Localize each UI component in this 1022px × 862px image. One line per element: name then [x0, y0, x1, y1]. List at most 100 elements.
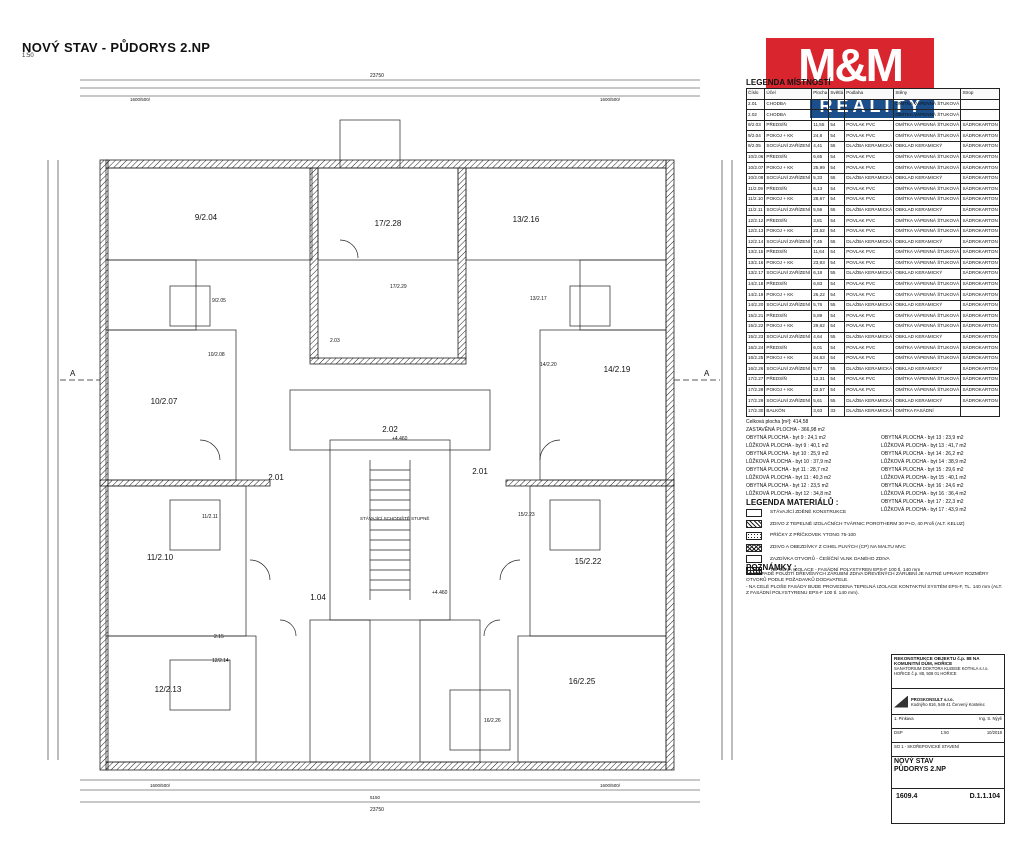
room-legend-cell: OMÍTKA VÁPENNÁ ŠTUKOVÁ	[893, 321, 962, 333]
room-legend-cell: POVLAK PVC	[844, 162, 895, 174]
room-legend-cell: 55	[828, 236, 846, 248]
room-legend-cell: 11/2.09	[745, 183, 766, 195]
area-entry: OBYTNÁ PLOCHA - byt 11 : 28,7 m2	[746, 467, 829, 473]
room-label: 10/2.07	[151, 397, 178, 406]
material-swatch-icon	[746, 555, 762, 564]
room-legend-cell: POVLAK PVC	[844, 352, 895, 365]
top-dim-left: 1600/500/	[130, 97, 151, 102]
room-legend-cell: 11,55	[811, 119, 830, 132]
project-heading-cell: REKONSTRUKCE OBJEKTU č.p. 88 NA KOMUNITN…	[892, 655, 1004, 689]
room-legend-cell: POVLAK PVC	[844, 193, 895, 206]
room-legend-cell: POVLAK PVC	[844, 289, 895, 301]
room-legend-cell: POKOJ + KK	[764, 321, 813, 333]
section-mark-left: A	[70, 369, 76, 378]
room-legend-cell: PŘEDSÍŇ	[764, 183, 813, 195]
firm-logo-icon	[894, 695, 908, 708]
material-item: STÁVAJÍCÍ ZDĚNÉ KONSTRUKCE	[746, 507, 1006, 519]
room-legend-cell: 55	[828, 299, 846, 312]
notes-heading: POZNÁMKY :	[746, 563, 797, 572]
room-legend-cell: 14/2.19	[745, 289, 766, 301]
area-entry: LŮŽKOVÁ PLOCHA - byt 10 : 37,9 m2	[746, 459, 832, 465]
room-legend-cell: POKOJ + KK	[764, 289, 813, 301]
room-legend-cell: 55	[828, 331, 846, 344]
room-legend-cell: 54	[828, 384, 846, 397]
area-entry: OBYTNÁ PLOCHA - byt 17 : 22,3 m2	[881, 499, 964, 505]
room-legend-cell: DLAŽBA KERAMICKÁ	[844, 405, 895, 418]
room-legend-cell: 55	[828, 172, 846, 185]
room-legend-cell	[844, 98, 895, 111]
room-legend-cell: CHODBA	[764, 109, 813, 121]
materials-legend: LEGENDA MATERIÁLŮ : STÁVAJÍCÍ ZDĚNÉ KONS…	[746, 498, 1006, 577]
room-legend-cell: PŘEDSÍŇ	[764, 151, 813, 164]
room-legend-cell: 17/2.28	[745, 384, 766, 397]
room-legend-cell: CHODBA	[764, 98, 813, 111]
room-legend-cell: POKOJ + KK	[764, 384, 813, 397]
room-legend-cell: OMÍTKA VÁPENNÁ ŠTUKOVÁ	[893, 384, 962, 397]
investor: SANATORIUM DOKTORA KLEBSE KOTHLA s.r.o. …	[894, 666, 989, 676]
room-legend-cell: 13/2.16	[745, 257, 766, 270]
room-legend-cell: PŘEDSÍŇ	[764, 215, 813, 227]
room-legend-cell: SÁDROKARTON	[960, 342, 1000, 354]
room-legend-cell: POVLAK PVC	[844, 321, 895, 333]
room-legend-cell: POKOJ + KK	[764, 130, 813, 142]
room-legend-cell: 26,22	[811, 289, 830, 301]
room-legend-cell: 54	[828, 289, 846, 301]
room-legend-cell: OMÍTKA VÁPENNÁ ŠTUKOVÁ	[893, 151, 962, 164]
room-legend-cell: 11,64	[811, 246, 830, 259]
small-room-label: 2.15	[214, 634, 224, 640]
small-room-label: 14/2.20	[540, 362, 557, 368]
col-header: Podlaha	[844, 88, 895, 100]
room-legend-cell: 54	[828, 119, 846, 132]
room-legend-cell: 6,01	[811, 342, 830, 354]
room-legend-cell: 28,67	[811, 193, 830, 206]
material-label: TEPELNÁ IZOLACE - FASÁDNÍ POLYSTYREN EPS…	[770, 568, 921, 574]
room-legend-cell: POKOJ + KK	[764, 257, 813, 270]
room-legend-cell: 11/2.11	[745, 204, 766, 217]
room-legend-cell: POKOJ + KK	[764, 352, 813, 365]
room-legend-cell: OMÍTKA VÁPENNÁ ŠTUKOVÁ	[893, 119, 962, 132]
drawing-name-2: PŮDORYS 2.NP	[894, 766, 946, 773]
room-label: 2.01	[472, 467, 488, 476]
small-room-label: 2.03	[330, 338, 340, 344]
room-legend-cell: OMÍTKA VÁPENNÁ ŠTUKOVÁ	[893, 98, 962, 111]
room-legend-cell: 3,63	[811, 405, 830, 418]
room-legend-cell: 5,89	[811, 310, 830, 323]
room-legend-cell	[960, 98, 1000, 111]
room-legend-cell: SOCIÁLNÍ ZAŘÍZENÍ	[764, 172, 813, 185]
notes-section: POZNÁMKY : - V PŘÍPADĚ POUŽITÍ DŘEVĚNÝCH…	[746, 563, 1006, 598]
room-legend-cell: DLAŽBA KERAMICKÁ	[844, 363, 895, 376]
room-legend-cell: PŘEDSÍŇ	[764, 278, 813, 291]
room-legend-cell: 5,77	[811, 363, 830, 376]
room-legend-cell: SÁDROKARTON	[960, 225, 1000, 238]
room-legend-cell: SÁDROKARTON	[960, 321, 1000, 333]
room-legend-cell: 11/2.10	[745, 193, 766, 206]
material-swatch-icon	[746, 531, 762, 540]
room-legend-cell: 16/2.25	[745, 352, 766, 365]
small-room-label: 13/2.17	[530, 296, 547, 302]
room-legend-cell: 12,31	[811, 374, 830, 386]
room-legend-cell: SÁDROKARTON	[960, 162, 1000, 174]
drawing-number: D.1.1.104	[969, 793, 1000, 800]
room-legend-cell: POVLAK PVC	[844, 257, 895, 270]
room-legend-cell: SÁDROKARTON	[960, 299, 1000, 312]
section-mark-right: A	[704, 369, 710, 378]
room-legend-cell: 10/2.07	[745, 162, 766, 174]
room-legend-cell: OMÍTKA VÁPENNÁ ŠTUKOVÁ	[893, 130, 962, 142]
room-legend-cell: OMÍTKA VÁPENNÁ ŠTUKOVÁ	[893, 215, 962, 227]
room-legend-cell: POKOJ + KK	[764, 193, 813, 206]
room-legend-cell: SÁDROKARTON	[960, 384, 1000, 397]
level-mark: +4.460	[392, 436, 408, 442]
floor-plan: 9/2.04 17/2.28 13/2.16 10/2.07 14/2.19 2…	[47, 73, 733, 813]
room-legend-cell: 17/2.30	[745, 405, 766, 418]
room-legend-cell: 33	[828, 405, 846, 418]
small-room-label: 17/2.29	[390, 284, 407, 290]
room-legend-cell: SOCIÁLNÍ ZAŘÍZENÍ	[764, 236, 813, 248]
